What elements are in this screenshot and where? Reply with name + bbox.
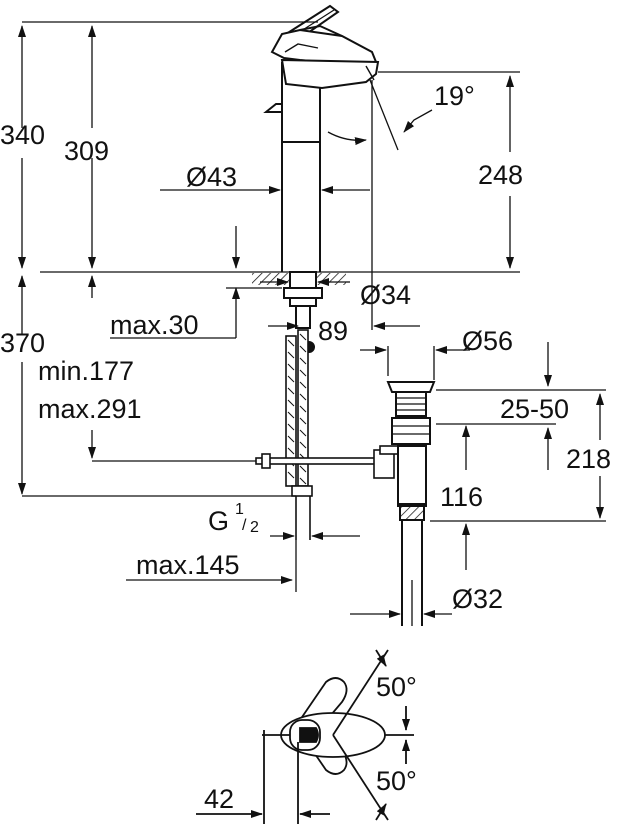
label-hose-max: max.291 [38, 394, 142, 424]
dimension-lines [18, 21, 606, 626]
waste-assembly [386, 381, 436, 626]
label-waste-pipe: Ø32 [452, 584, 503, 614]
thread-numerator: 1 [235, 501, 244, 518]
label-spout-reach: 89 [318, 316, 348, 346]
label-outlet-height: 248 [478, 160, 523, 190]
thread-slash: / [242, 517, 247, 534]
label-waste-adjust: 25-50 [500, 394, 569, 424]
popup-linkage [255, 445, 403, 479]
label-waste-diameter: Ø56 [462, 326, 513, 356]
label-lower-height: 370 [0, 328, 45, 358]
dimension-labels: 340 309 19° 248 Ø43 Ø34 max.30 89 370 mi… [0, 81, 611, 814]
label-connection-reach: max.145 [136, 550, 240, 580]
lever-top-view [196, 649, 414, 824]
thread-g: G [208, 506, 229, 536]
label-body-diameter: Ø43 [186, 162, 237, 192]
label-lever-offset: 42 [204, 784, 234, 814]
label-mount-hole: Ø34 [360, 280, 411, 310]
label-lever-angle-bottom: 50° [376, 766, 417, 796]
label-lever-angle-top: 50° [376, 672, 417, 702]
label-overall-height: 340 [0, 120, 45, 150]
label-deck-thickness: max.30 [110, 310, 199, 340]
label-hose-min: min.177 [38, 356, 134, 386]
faucet-body [40, 4, 520, 273]
supply-hoses [285, 329, 313, 540]
mounting-shank [283, 271, 323, 353]
label-spout-height: 309 [64, 136, 109, 166]
label-waste-height: 218 [566, 444, 611, 474]
label-waste-tail: 116 [440, 482, 483, 512]
thread-denominator: 2 [250, 519, 259, 536]
label-connection-thread: G 1 / 2 [208, 501, 259, 536]
label-spout-angle: 19° [434, 81, 475, 111]
